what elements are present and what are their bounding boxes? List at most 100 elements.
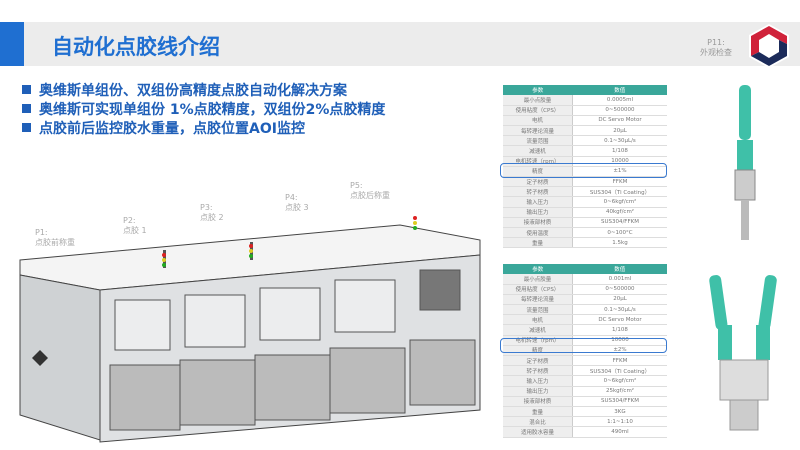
param-value: 20μL — [572, 125, 667, 137]
param-value: FFKM — [572, 176, 667, 188]
param-value: FFKM — [572, 355, 667, 367]
bullet-square-icon — [22, 123, 31, 132]
company-logo — [749, 24, 789, 68]
param-name: 最小点胶量 — [503, 95, 573, 106]
param-value: 1.5kg — [572, 237, 667, 249]
param-name: 转子材质 — [503, 365, 573, 377]
param-name: 电机 — [503, 314, 573, 326]
param-value: 0~6kgf/cm² — [572, 196, 667, 208]
param-value: 0.1~30μL/s — [572, 304, 667, 316]
station-label-p1: P1:点胶前称重 — [35, 228, 75, 247]
param-name: 输出压力 — [503, 207, 573, 218]
param-value: SUS304/FFKM — [572, 396, 667, 407]
param-value: 0~500000 — [572, 284, 667, 295]
param-value: 1/108 — [572, 324, 667, 336]
param-value: 0.001ml — [572, 274, 667, 285]
param-name: 重量 — [503, 406, 573, 418]
param-name: 输入压力 — [503, 196, 573, 208]
param-value: 1:1~1:10 — [572, 416, 667, 428]
param-value: 20μL — [572, 294, 667, 306]
param-name: 接液部材质 — [503, 217, 573, 228]
bullet-item: 点胶前后监控胶水重量，点胶位置AOI监控 — [22, 118, 385, 137]
param-name: 减速机 — [503, 324, 573, 336]
bullet-item: 奥维斯单组份、双组份高精度点胶自动化解决方案 — [22, 80, 385, 99]
bullet-text: 奥维斯可实现单组份 1%点胶精度，双组份2%点胶精度 — [39, 101, 386, 118]
bullet-text: 奥维斯单组份、双组份高精度点胶自动化解决方案 — [39, 82, 347, 99]
param-value: 0.1~30μL/s — [572, 135, 667, 147]
param-name: 适用胶水容量 — [503, 426, 573, 438]
param-value: 1/108 — [572, 145, 667, 157]
param-name: 电机转速（rpm） — [503, 156, 573, 167]
param-value: 0~6kgf/cm² — [572, 375, 667, 387]
param-name: 使用温度 — [503, 227, 573, 239]
dispensing-line-illustration — [19, 216, 481, 443]
param-value: DC Servo Motor — [572, 115, 667, 127]
bullet-square-icon — [22, 85, 31, 94]
param-value: SUS304/FFKM — [572, 217, 667, 228]
bullet-square-icon — [22, 104, 31, 113]
param-value: 0~100°C — [572, 227, 667, 239]
param-value: ±1% — [572, 166, 667, 178]
param-value: SUS304（Ti Coating） — [572, 365, 667, 377]
station-label-p3: P3:点胶 2 — [200, 203, 224, 222]
param-name: 精度 — [503, 345, 573, 357]
param-name: 使用粘度（CPS） — [503, 105, 573, 116]
page-ref-id: P11: — [707, 38, 725, 47]
param-name: 接液部材质 — [503, 396, 573, 407]
precision-highlight-2 — [500, 338, 667, 353]
table-row: 使用粘度（CPS）0~500000 — [503, 284, 667, 295]
param-name: 定子材质 — [503, 355, 573, 367]
page-reference: P11:外观检查 — [700, 38, 732, 58]
param-name: 流量范围 — [503, 304, 573, 316]
station-label-p4: P4:点胶 3 — [285, 193, 309, 212]
param-name: 电机转速（rpm） — [503, 335, 573, 346]
table-row: 精度±2% — [503, 345, 667, 357]
param-value: ±2% — [572, 345, 667, 357]
title-bar — [0, 22, 800, 66]
param-name: 减速机 — [503, 145, 573, 157]
bullet-text: 点胶前后监控胶水重量，点胶位置AOI监控 — [39, 120, 305, 137]
bullet-item: 奥维斯可实现单组份 1%点胶精度，双组份2%点胶精度 — [22, 99, 385, 118]
param-name: 每转理论流量 — [503, 125, 573, 137]
param-name: 定子材质 — [503, 176, 573, 188]
param-value: 10000 — [572, 156, 667, 167]
param-name: 流量范围 — [503, 135, 573, 147]
page-ref-name: 外观检查 — [700, 48, 732, 57]
param-value: 10000 — [572, 335, 667, 346]
station-label-p2: P2:点胶 1 — [123, 216, 147, 235]
param-name: 精度 — [503, 166, 573, 178]
param-value: 25kgf/cm² — [572, 386, 667, 397]
param-name: 最小点胶量 — [503, 274, 573, 285]
table-row: 电机转速（rpm）10000 — [503, 156, 667, 167]
single-component-valve-image — [734, 85, 756, 240]
param-value: 0.0005ml — [572, 95, 667, 106]
table-row: 精度±1% — [503, 166, 667, 178]
param-name: 转子材质 — [503, 186, 573, 198]
param-value: 3KG — [572, 406, 667, 418]
param-name: 重量 — [503, 237, 573, 249]
table-row: 使用粘度（CPS）0~500000 — [503, 105, 667, 116]
param-value: 40kgf/cm² — [572, 207, 667, 218]
param-name: 输出压力 — [503, 386, 573, 397]
page-title: 自动化点胶线介绍 — [52, 35, 220, 59]
title-accent — [0, 22, 24, 66]
